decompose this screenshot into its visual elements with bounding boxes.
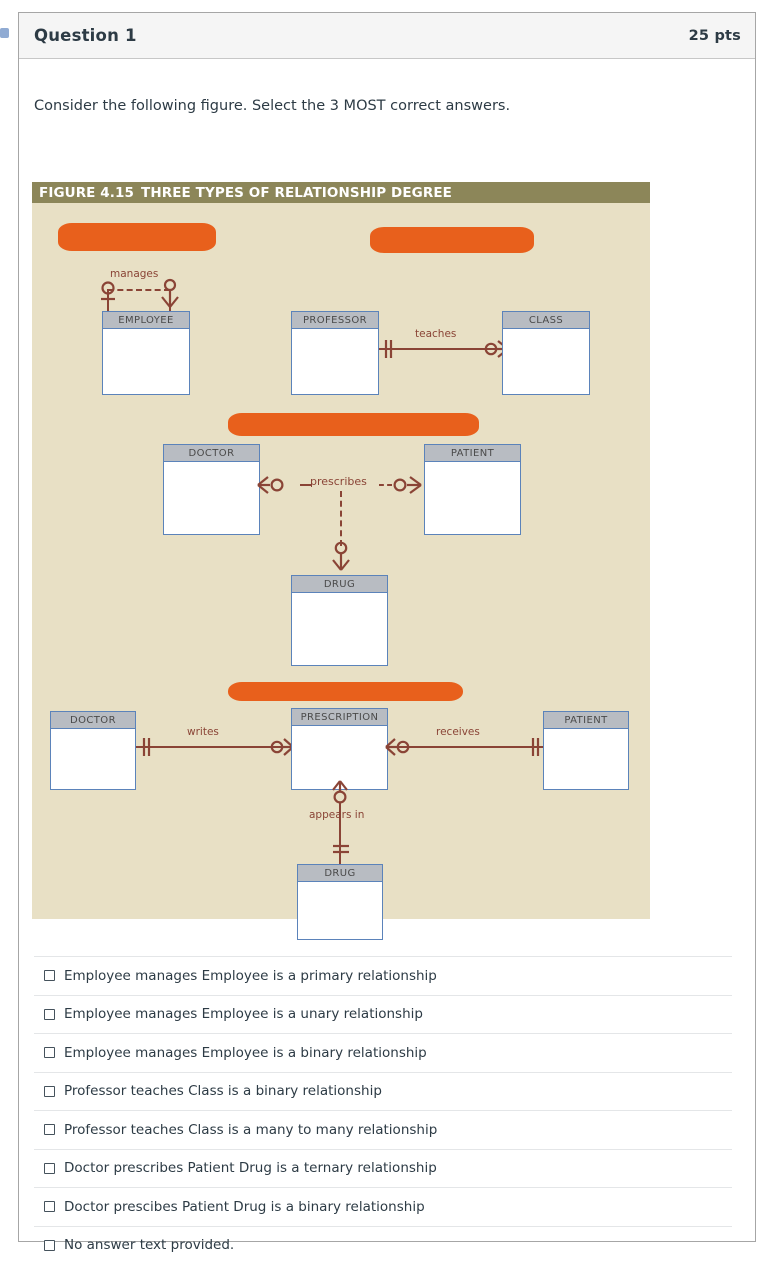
figure-caption-text: THREE TYPES OF RELATIONSHIP DEGREE <box>141 185 452 201</box>
answer-option-3-label: Employee manages Employee is a binary re… <box>64 1045 427 1061</box>
entity-class-label: CLASS <box>503 312 589 329</box>
question-prompt: Consider the following figure. Select th… <box>19 59 755 116</box>
answer-option-8-label: No answer text provided. <box>64 1237 234 1253</box>
checkbox-icon[interactable] <box>44 1240 55 1251</box>
checkbox-icon[interactable] <box>44 1086 55 1097</box>
answer-option-3[interactable]: Employee manages Employee is a binary re… <box>34 1033 732 1072</box>
relationship-label-appears-in: appears in <box>309 809 364 821</box>
question-body: Consider the following figure. Select th… <box>19 59 755 116</box>
crowfoot-patient-ternary-icon <box>389 472 435 498</box>
one-and-only-one-left-icon <box>381 337 397 361</box>
answer-option-2-label: Employee manages Employee is a unary rel… <box>64 1006 423 1022</box>
entity-patient-ternary-label: PATIENT <box>425 445 520 462</box>
answer-option-8[interactable]: No answer text provided. <box>34 1226 732 1264</box>
prescribes-drug-dash <box>340 491 342 546</box>
entity-employee-label: EMPLOYEE <box>103 312 189 329</box>
redaction-mark-3 <box>228 413 479 436</box>
entity-doctor-bottom-label: DOCTOR <box>51 712 135 729</box>
crowfoot-drug-ternary-icon <box>331 540 351 576</box>
entity-professor-label: PROFESSOR <box>292 312 378 329</box>
question-points: 25 pts <box>689 28 741 44</box>
one-and-only-one-receives-icon <box>528 735 544 759</box>
entity-drug-ternary: DRUG <box>291 575 388 666</box>
answer-option-5-label: Professor teaches Class is a many to man… <box>64 1122 437 1138</box>
figure-caption-number: FIGURE 4.15 <box>39 185 134 201</box>
entity-doctor-bottom: DOCTOR <box>50 711 136 790</box>
one-and-only-one-appears-in-icon <box>330 839 352 861</box>
entity-employee: EMPLOYEE <box>102 311 190 395</box>
entity-drug-ternary-label: DRUG <box>292 576 387 593</box>
entity-patient-ternary: PATIENT <box>424 444 521 535</box>
relationship-label-writes: writes <box>187 726 219 738</box>
crowfoot-prescription-receives-icon <box>384 734 412 760</box>
crowfoot-zero-one-left-icon <box>98 279 118 313</box>
question-title: Question 1 <box>34 26 137 45</box>
answer-option-7[interactable]: Doctor prescibes Patient Drug is a binar… <box>34 1187 732 1226</box>
answer-option-7-label: Doctor prescibes Patient Drug is a binar… <box>64 1199 425 1215</box>
answer-option-6[interactable]: Doctor prescribes Patient Drug is a tern… <box>34 1149 732 1188</box>
answer-option-6-label: Doctor prescribes Patient Drug is a tern… <box>64 1160 437 1176</box>
checkbox-icon[interactable] <box>44 1201 55 1212</box>
answer-option-1-label: Employee manages Employee is a primary r… <box>64 968 437 984</box>
question-header: Question 1 25 pts <box>19 13 755 59</box>
checkbox-icon[interactable] <box>44 1163 55 1174</box>
one-and-only-one-writes-icon <box>139 735 155 759</box>
entity-professor: PROFESSOR <box>291 311 379 395</box>
figure-caption: FIGURE 4.15 THREE TYPES OF RELATIONSHIP … <box>32 182 650 203</box>
relationship-label-prescribes: prescribes <box>310 475 367 488</box>
answer-option-2[interactable]: Employee manages Employee is a unary rel… <box>34 995 732 1034</box>
entity-prescription: PRESCRIPTION <box>291 708 388 790</box>
checkbox-icon[interactable] <box>44 970 55 981</box>
figure-canvas: manages EMPLOYEE <box>32 203 650 919</box>
entity-doctor-ternary: DOCTOR <box>163 444 260 535</box>
crowfoot-many-right-icon <box>160 277 180 315</box>
answer-options-list: Employee manages Employee is a primary r… <box>34 956 732 1264</box>
entity-class: CLASS <box>502 311 590 395</box>
entity-doctor-ternary-label: DOCTOR <box>164 445 259 462</box>
answer-option-1[interactable]: Employee manages Employee is a primary r… <box>34 956 732 995</box>
checkbox-icon[interactable] <box>44 1047 55 1058</box>
answer-option-5[interactable]: Professor teaches Class is a many to man… <box>34 1110 732 1149</box>
redaction-mark-2 <box>370 227 534 253</box>
entity-patient-bottom-label: PATIENT <box>544 712 628 729</box>
left-edge-marker <box>0 28 9 38</box>
entity-prescription-label: PRESCRIPTION <box>292 709 387 726</box>
entity-drug-bottom-label: DRUG <box>298 865 382 882</box>
answer-option-4[interactable]: Professor teaches Class is a binary rela… <box>34 1072 732 1111</box>
answer-option-4-label: Professor teaches Class is a binary rela… <box>64 1083 382 1099</box>
relationship-label-teaches: teaches <box>415 328 456 340</box>
relationship-label-receives: receives <box>436 726 480 738</box>
entity-patient-bottom: PATIENT <box>543 711 629 790</box>
writes-connector-line <box>136 746 291 748</box>
redaction-mark-4 <box>228 682 463 701</box>
question-card: Question 1 25 pts Consider the following… <box>18 12 756 1242</box>
crowfoot-doctor-ternary-icon <box>256 472 302 498</box>
figure-erd: FIGURE 4.15 THREE TYPES OF RELATIONSHIP … <box>32 182 650 919</box>
checkbox-icon[interactable] <box>44 1009 55 1020</box>
redaction-mark-1 <box>58 223 216 251</box>
checkbox-icon[interactable] <box>44 1124 55 1135</box>
entity-drug-bottom: DRUG <box>297 864 383 940</box>
